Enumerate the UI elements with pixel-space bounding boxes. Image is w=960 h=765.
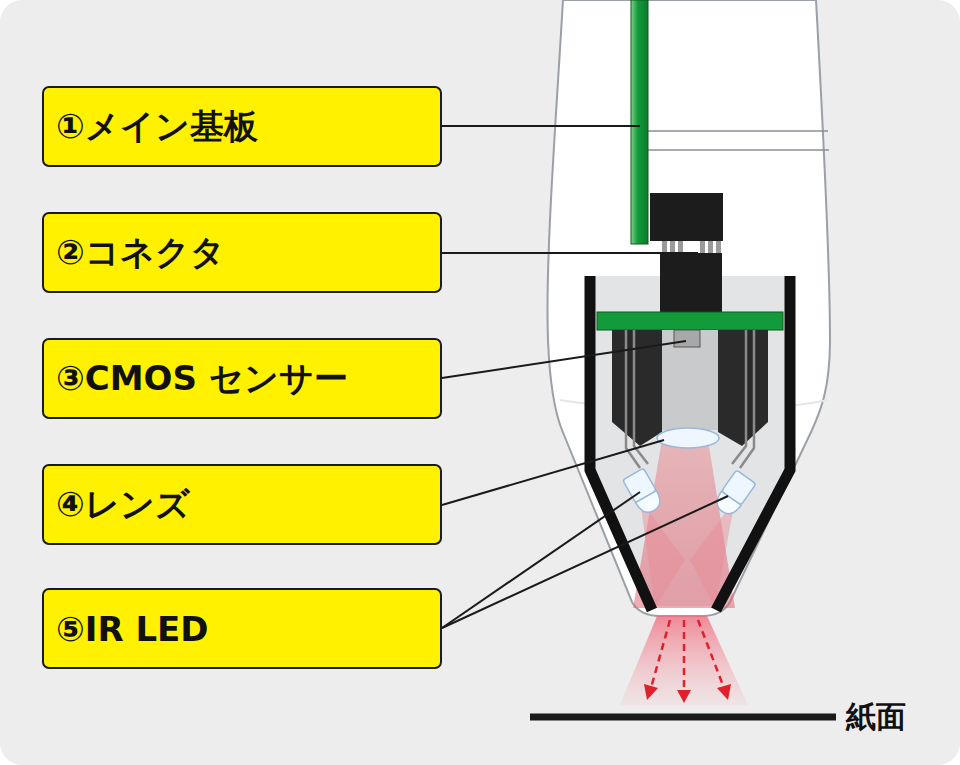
lens-holder: [718, 330, 768, 422]
sensor-board: [597, 312, 783, 330]
lens-barrel: [662, 330, 718, 430]
body-line: [648, 130, 828, 132]
cmos-sensor: [674, 330, 700, 347]
lens-holder: [612, 330, 662, 422]
label-box: ③CMOS センサー: [42, 338, 442, 419]
paper-label: 紙面: [846, 697, 906, 738]
paper-surface: [530, 714, 836, 721]
leader-lines: [442, 126, 728, 628]
label-box: ②コネクタ: [42, 212, 442, 293]
ir-rays: [651, 620, 724, 694]
lens: [657, 428, 719, 448]
part-label: ①メイン基板: [44, 104, 258, 150]
body-line: [648, 149, 829, 151]
label-box: ⑤IR LED: [42, 588, 442, 669]
part-label: ③CMOS センサー: [44, 356, 348, 402]
label-box: ④レンズ: [42, 464, 442, 545]
main-board: [631, 0, 648, 244]
ir-led: [712, 470, 756, 518]
ray-heads: [644, 684, 731, 703]
part-label: ⑤IR LED: [44, 609, 209, 649]
pen-body: [547, 0, 830, 616]
label-box: ①メイン基板: [42, 86, 442, 167]
ir-beam: [633, 440, 735, 608]
connector-pins: [662, 241, 721, 253]
connector-top: [650, 193, 723, 241]
led-legs: [626, 330, 754, 468]
part-label: ②コネクタ: [44, 230, 225, 276]
part-label: ④レンズ: [44, 482, 190, 528]
ir-led: [623, 468, 665, 516]
ir-beam-out: [620, 616, 748, 705]
lens-holder: [718, 422, 768, 446]
connector-bottom: [660, 253, 722, 313]
